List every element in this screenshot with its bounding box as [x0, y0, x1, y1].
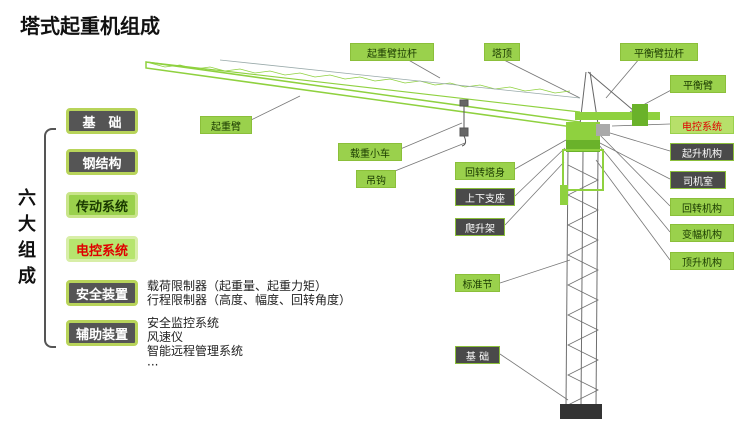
trolley-hook [459, 99, 469, 147]
auxiliary-description: 安全监控系统 风速仪 智能远程管理系统 ··· [147, 316, 244, 372]
tag-luffing: 变幅机构 [670, 224, 734, 242]
tag-foundation: 基 础 [455, 346, 500, 364]
tag-jib-tie: 起重臂拉杆 [350, 43, 434, 61]
slewing-unit [566, 122, 610, 152]
tag-jib: 起重臂 [200, 116, 252, 134]
safety-description: 载荷限制器（起重量、起重力矩） 行程限制器（高度、幅度、回转角度） [147, 279, 352, 307]
tag-tower-top: 塔顶 [484, 43, 520, 61]
category-auxiliary: 辅助装置 [66, 320, 138, 346]
tag-hoist: 起升机构 [670, 143, 734, 161]
tag-slewing-tower: 回转塔身 [455, 162, 515, 180]
category-safety: 安全装置 [66, 280, 138, 306]
tag-jacking: 顶升机构 [670, 252, 734, 270]
tag-counter-jib: 平衡臂 [670, 75, 726, 93]
bracket [44, 128, 56, 348]
tag-slewing-mech: 回转机构 [670, 198, 734, 216]
tag-support: 上下支座 [455, 188, 515, 206]
tag-counter-jib-tie: 平衡臂拉杆 [620, 43, 698, 61]
tag-climbing-frame: 爬升架 [455, 218, 505, 236]
tag-cab: 司机室 [670, 171, 726, 189]
tag-trolley: 载重小车 [338, 143, 402, 161]
mast [565, 151, 599, 407]
category-electrical: 电控系统 [66, 236, 138, 262]
tag-electrical: 电控系统 [670, 116, 734, 134]
climbing-frame [560, 149, 604, 205]
tag-hook: 吊钩 [356, 170, 396, 188]
page-title: 塔式起重机组成 [20, 14, 160, 38]
category-foundation: 基 础 [66, 108, 138, 134]
foundation-block [560, 404, 602, 419]
counter-jib [575, 104, 660, 126]
category-steel-structure: 钢结构 [66, 149, 138, 175]
six-components-label: 六 大 组 成 [18, 188, 36, 287]
category-transmission: 传动系统 [66, 192, 138, 218]
tag-mast-section: 标准节 [455, 274, 500, 292]
